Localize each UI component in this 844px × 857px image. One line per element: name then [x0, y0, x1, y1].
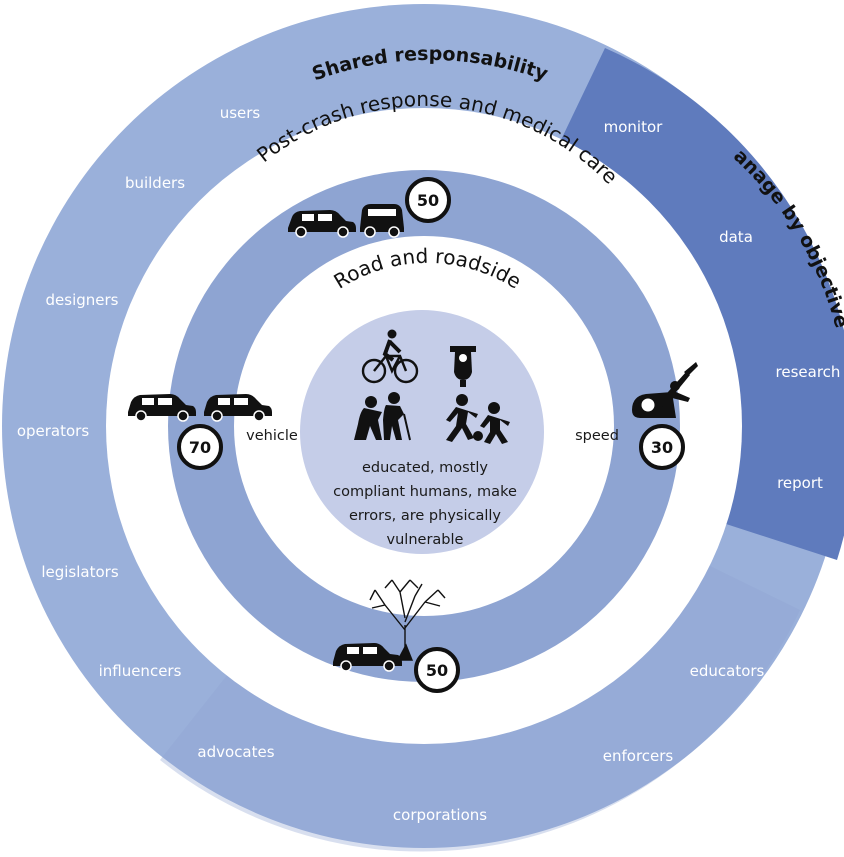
stakeholder-operators: operators	[17, 422, 90, 440]
stakeholder-designers: designers	[46, 291, 119, 309]
center-line-2: compliant humans, make	[333, 484, 517, 500]
vehicle-label: vehicle	[246, 428, 298, 444]
manage-item-monitor: monitor	[604, 118, 664, 136]
svg-text:30: 30	[651, 438, 673, 457]
car-icon	[360, 204, 404, 238]
car-icon	[128, 394, 196, 422]
svg-text:50: 50	[426, 661, 448, 680]
svg-text:70: 70	[189, 438, 211, 457]
elderly-couple-icon	[354, 392, 411, 441]
svg-text:50: 50	[417, 191, 439, 210]
stakeholder-influencers: influencers	[99, 662, 182, 680]
children-football-icon	[446, 394, 510, 444]
center-disc	[300, 310, 544, 554]
car-icon	[333, 643, 402, 672]
manage-item-research: research	[776, 363, 841, 381]
center-line-1: educated, mostly	[362, 460, 488, 476]
scooter-icon	[450, 346, 476, 387]
speed-sign-top: 50	[405, 177, 451, 223]
stakeholder-builders: builders	[125, 174, 185, 192]
speed-sign-bottom: 50	[414, 647, 460, 693]
stakeholder-users: users	[220, 104, 261, 122]
manage-item-report: report	[777, 474, 823, 492]
stakeholder-advocates: advocates	[197, 743, 274, 761]
stakeholder-corporations: corporations	[393, 806, 487, 824]
center-line-3: errors, are physically	[349, 508, 501, 524]
car-icon	[288, 210, 356, 238]
stakeholder-educators: educators	[690, 662, 765, 680]
crash-pedestrian-icon	[632, 362, 698, 418]
speed-sign-left: 70	[177, 424, 223, 470]
speed-label: speed	[575, 428, 619, 444]
tree-icon	[369, 579, 446, 661]
speed-sign-right: 30	[639, 424, 685, 470]
manage-item-data: data	[719, 228, 753, 246]
bicycle-icon	[361, 329, 419, 384]
stakeholder-enforcers: enforcers	[603, 747, 674, 765]
stakeholder-legislators: legislators	[41, 563, 118, 581]
center-line-4: vulnerable	[387, 532, 464, 548]
car-icon	[204, 394, 272, 422]
